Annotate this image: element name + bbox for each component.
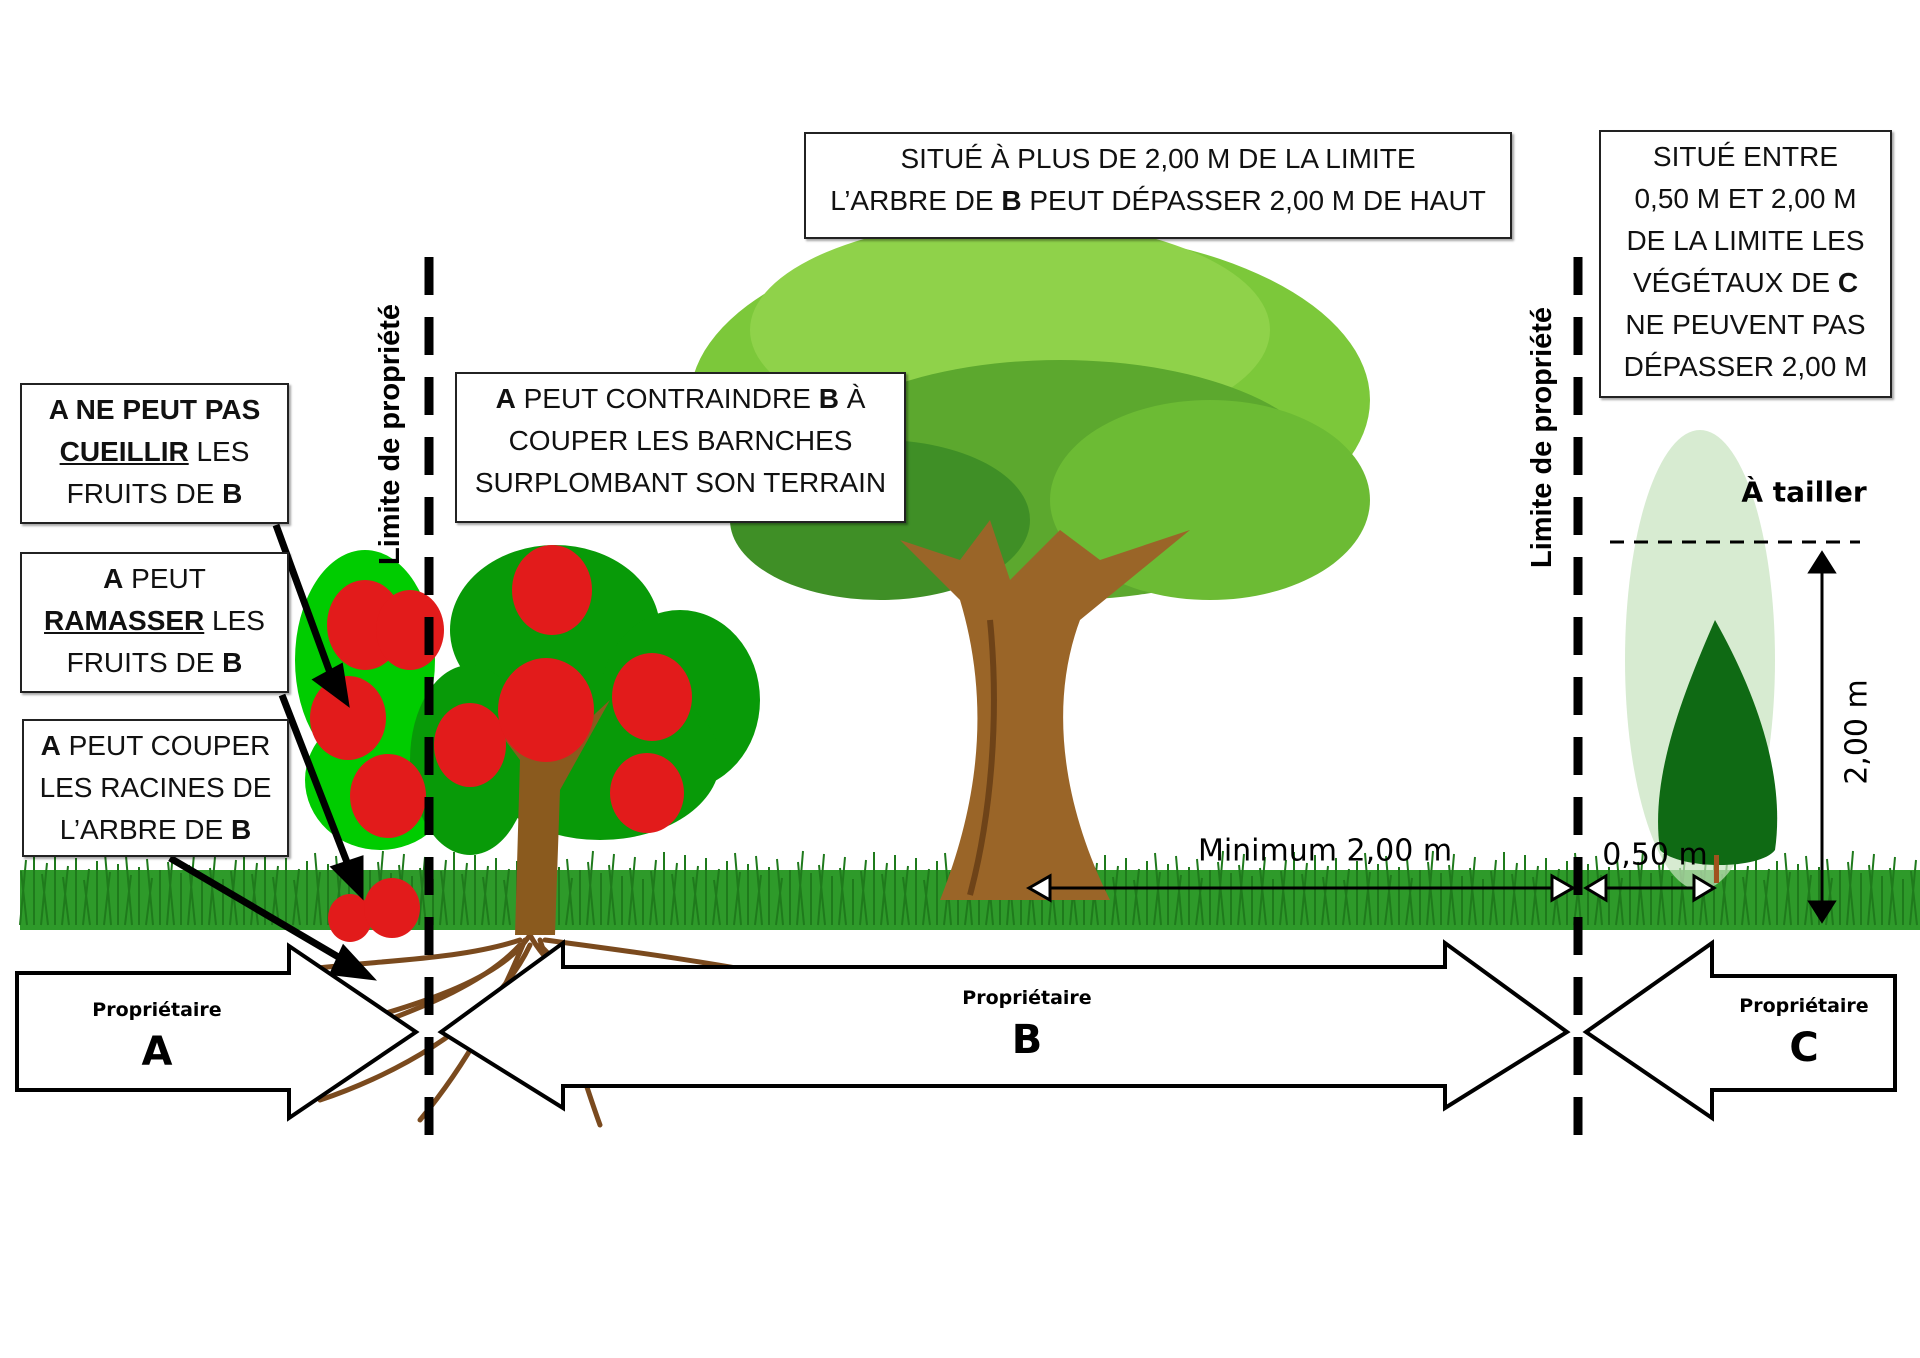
box-line: CUEILLIR LES: [22, 431, 287, 473]
info-box-can-force-branch-cut: A PEUT CONTRAINDRE B À COUPER LES BARNCHE…: [455, 372, 906, 523]
box-line: NE PEUVENT PAS: [1601, 304, 1890, 346]
box-text: B: [1001, 185, 1022, 216]
trim-label: À tailler: [1741, 475, 1867, 509]
owner-c-arrow: [1582, 939, 1897, 1122]
box-text: PEUT COUPER: [60, 730, 271, 761]
apple: [350, 754, 426, 838]
box-text: B: [818, 383, 839, 414]
oak-tree: [690, 220, 1370, 900]
info-box-can-cut-roots: A PEUT COUPER LES RACINES DE L’ARBRE DE B: [22, 719, 289, 857]
box-line: DE LA LIMITE LES: [1601, 220, 1890, 262]
box-text: PEUT CONTRAINDRE: [515, 383, 819, 414]
box-line: A PEUT CONTRAINDRE B À: [457, 378, 904, 420]
box-text: B: [230, 814, 252, 845]
height-label: 2,00 m: [1839, 679, 1875, 785]
box-line: A NE PEUT PAS: [22, 389, 287, 431]
height-arrow: [1807, 550, 1837, 924]
box-line: LES RACINES DE: [24, 767, 287, 809]
box-text: DÉPASSER 2,00 M: [1623, 351, 1868, 382]
box-text: A: [40, 730, 61, 761]
apple-tree: [295, 545, 760, 942]
box-line: SITUÉ À PLUS DE 2,00 M DE LA LIMITE: [806, 138, 1510, 180]
box-text: SITUÉ ENTRE: [1652, 141, 1839, 172]
box-text: COUPER LES BARNCHES: [508, 425, 853, 456]
box-line: COUPER LES BARNCHES: [457, 420, 904, 462]
apple: [512, 545, 592, 635]
apple: [434, 703, 506, 787]
box-line: 0,50 M ET 2,00 M: [1601, 178, 1890, 220]
box-text: FRUITS DE: [66, 478, 223, 509]
cypress-bush: [1625, 430, 1778, 890]
box-line: A PEUT COUPER: [24, 725, 287, 767]
box-text: B: [222, 647, 243, 678]
box-text: SURPLOMBANT SON TERRAIN: [474, 467, 887, 498]
box-text: LES: [188, 436, 250, 467]
owner-a-letter: A: [141, 1029, 173, 1075]
half-meter-label: 0,50 m: [1602, 837, 1708, 873]
box-line: L’ARBRE DE B: [24, 809, 287, 851]
owner-b-label: Propriétaire: [962, 987, 1092, 1009]
box-text: L’ARBRE DE: [59, 814, 231, 845]
box-line: SURPLOMBANT SON TERRAIN: [457, 462, 904, 504]
box-text: A: [495, 383, 516, 414]
box-line: RAMASSER LES: [22, 600, 287, 642]
owner-c-label: Propriétaire: [1739, 995, 1869, 1017]
box-line: DÉPASSER 2,00 M: [1601, 346, 1890, 388]
box-text: À: [838, 383, 866, 414]
boundary-label-right: Limite de propriété: [1526, 306, 1558, 568]
pointer-lines: [168, 523, 377, 981]
box-text: 0,50 M ET 2,00 M: [1634, 183, 1857, 214]
box-line: VÉGÉTAUX DE C: [1601, 262, 1890, 304]
box-text: A NE PEUT PAS: [48, 394, 261, 425]
apple: [612, 653, 692, 741]
min-distance-label: Minimum 2,00 m: [1197, 833, 1453, 869]
box-line: FRUITS DE B: [22, 642, 287, 684]
min-distance-arrow: [1025, 873, 1717, 903]
owner-a-label: Propriétaire: [92, 999, 222, 1021]
box-text: CUEILLIR: [59, 436, 189, 467]
owner-b-letter: B: [1011, 1017, 1043, 1063]
info-box-tree-b-distance: SITUÉ À PLUS DE 2,00 M DE LA LIMITE L’ARB…: [804, 132, 1512, 239]
box-text: VÉGÉTAUX DE: [1632, 267, 1838, 298]
box-text: LES RACINES DE: [39, 772, 272, 803]
box-text: LES: [204, 605, 265, 636]
owner-a-arrow: [15, 942, 420, 1122]
box-text: PEUT DÉPASSER 2,00 M DE HAUT: [1021, 185, 1486, 216]
boundary-label-left: Limite de propriété: [374, 303, 406, 565]
box-text: SITUÉ À PLUS DE 2,00 M DE LA LIMITE: [900, 143, 1416, 174]
box-line: L’ARBRE DE B PEUT DÉPASSER 2,00 M DE HAU…: [806, 180, 1510, 222]
box-text: DE LA LIMITE LES: [1626, 225, 1865, 256]
box-text: FRUITS DE: [66, 647, 223, 678]
owner-c-letter: C: [1789, 1025, 1819, 1071]
owner-b-arrow: [437, 939, 1571, 1112]
box-line: A PEUT: [22, 558, 287, 600]
box-text: NE PEUVENT PAS: [1625, 309, 1866, 340]
box-text: C: [1837, 267, 1859, 298]
apple: [328, 894, 372, 942]
box-text: L’ARBRE DE: [830, 185, 1002, 216]
info-box-vegetation-c: SITUÉ ENTRE 0,50 M ET 2,00 M DE LA LIMITE …: [1599, 130, 1892, 398]
box-line: FRUITS DE B: [22, 473, 287, 515]
box-text: PEUT: [123, 563, 206, 594]
apple: [310, 676, 386, 760]
box-text: RAMASSER: [44, 605, 205, 636]
box-line: SITUÉ ENTRE: [1601, 136, 1890, 178]
apple: [610, 753, 684, 833]
box-text: B: [222, 478, 243, 509]
apple: [364, 878, 420, 938]
apple: [498, 658, 594, 762]
box-text: A: [103, 563, 124, 594]
apple: [376, 590, 444, 670]
